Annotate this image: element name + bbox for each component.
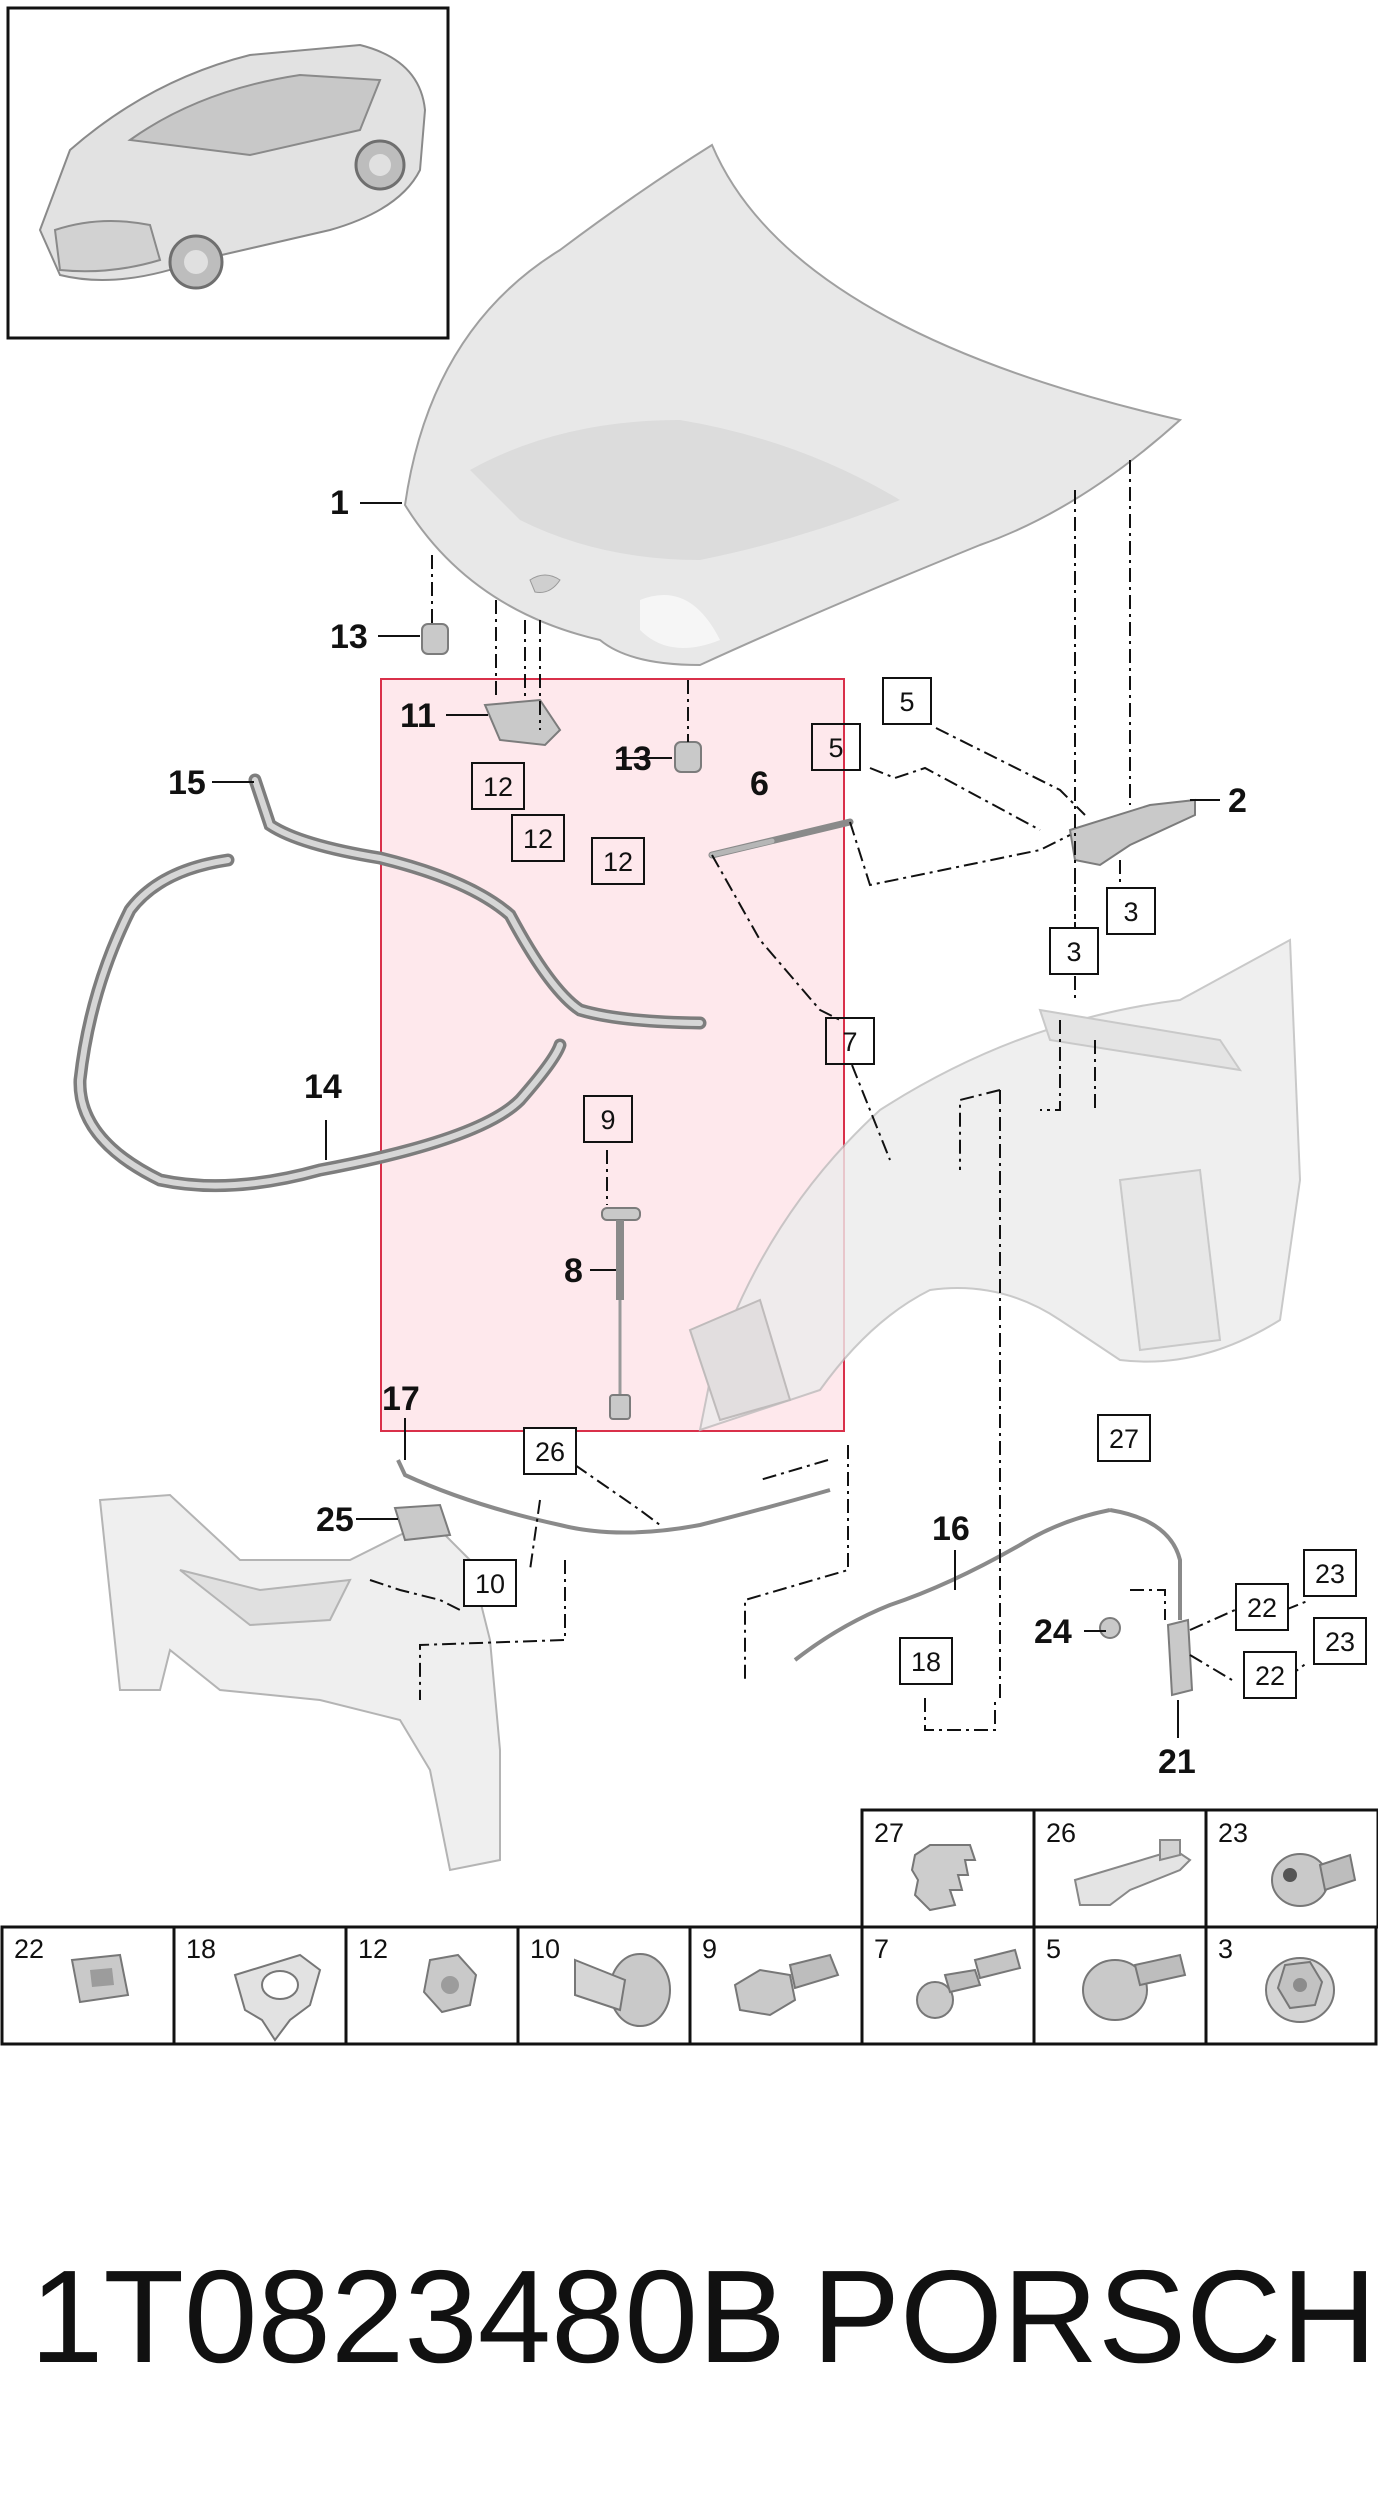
boxed-callout-12-a: 12 [471,762,525,810]
boxed-callout-23-a: 23 [1303,1549,1357,1597]
seal-part-14 [73,853,567,1193]
hood-part [403,143,1183,667]
callout-17: 17 [382,1380,420,1418]
boxed-callout-9: 9 [583,1095,633,1143]
footer-brand: PORSCHE [812,2243,1378,2390]
svg-text:10: 10 [475,1569,505,1599]
square-clip-icon [70,1953,130,2004]
cable-holder-icon [233,1953,322,2042]
boxed-callouts: 5 5 12 12 12 3 3 7 9 26 10 27 23 22 23 2… [463,677,1367,1699]
callout-2: 2 [1228,782,1247,820]
clip-bracket-icon [1073,1839,1192,1906]
svg-text:9: 9 [600,1105,615,1135]
table-label-18: 18 [186,1934,216,1964]
svg-text:12: 12 [483,772,513,802]
boxed-callout-23-b: 23 [1313,1617,1367,1665]
boxed-callout-5-b: 5 [811,723,861,771]
callout-6: 6 [750,765,769,803]
table-label-27: 27 [874,1818,904,1848]
table-label-3: 3 [1218,1934,1233,1964]
boxed-callout-12-c: 12 [591,837,645,885]
push-clip-icon [574,1953,671,2027]
ball-stud-icon [916,1948,1022,2019]
leader-lines [212,460,1311,1738]
boxed-callout-10: 10 [463,1559,517,1607]
callout-13-lower: 13 [614,740,652,778]
table-label-23: 23 [1218,1818,1248,1848]
boxed-callout-12-b: 12 [511,814,565,862]
boxed-callout-22-a: 22 [1235,1583,1289,1631]
flange-nut-icon [1265,1957,1335,2023]
callout-13-upper: 13 [330,618,368,656]
callout-11: 11 [400,697,436,735]
hood-hinge-part [1068,798,1196,867]
lock-bracket-part [483,698,562,747]
footer-part-number: 1T0823480B [30,2243,786,2390]
svg-text:12: 12 [523,824,553,854]
svg-text:22: 22 [1255,1661,1285,1691]
table-label-9: 9 [702,1934,717,1964]
callout-14: 14 [304,1068,342,1106]
boxed-callout-7: 7 [825,1017,875,1065]
hex-bolt-icon [733,1953,840,2017]
callout-8: 8 [564,1252,583,1290]
svg-text:18: 18 [911,1647,941,1677]
svg-text:3: 3 [1123,897,1138,927]
svg-text:5: 5 [899,687,914,717]
svg-text:7: 7 [842,1027,857,1057]
boxed-callout-22-b: 22 [1243,1651,1297,1699]
table-label-7: 7 [874,1934,889,1964]
callout-15: 15 [168,764,206,802]
callout-16: 16 [932,1510,970,1548]
small-parts [393,1503,1194,1697]
svg-text:12: 12 [603,847,633,877]
table-label-26: 26 [1046,1818,1076,1848]
table-label-5: 5 [1046,1934,1061,1964]
svg-text:3: 3 [1066,937,1081,967]
threaded-pin-icon [910,1844,977,1912]
boxed-callout-3-a: 3 [1106,887,1156,935]
svg-text:26: 26 [535,1437,565,1467]
flange-bolt-icon [1082,1953,1187,2021]
callout-24: 24 [1034,1613,1072,1651]
boxed-callout-5-a: 5 [882,677,932,725]
svg-text:22: 22 [1247,1593,1277,1623]
release-cable-part [396,1459,1182,1662]
table-label-22: 22 [14,1934,44,1964]
callout-25: 25 [316,1501,354,1539]
svg-text:5: 5 [828,733,843,763]
svg-text:23: 23 [1315,1559,1345,1589]
bold-callouts: 1 13 11 13 6 2 15 14 8 17 25 16 24 21 [168,484,1247,1781]
table-label-12: 12 [358,1934,388,1964]
boxed-callout-27: 27 [1097,1414,1151,1462]
vehicle-thumbnail [6,6,450,340]
hex-nut-icon [422,1953,478,2014]
gas-strut-part [708,818,854,859]
callout-21: 21 [1158,1743,1196,1781]
boxed-callout-26: 26 [523,1427,577,1475]
release-handle-part [601,1207,641,1420]
seal-part-15 [248,773,707,1030]
boxed-callout-3-b: 3 [1049,927,1099,975]
svg-text:27: 27 [1109,1424,1139,1454]
lock-carrier-part [98,1493,501,1872]
callout-1: 1 [330,484,349,522]
fastener-table: 27 26 23 22 18 12 10 [0,1808,1378,2046]
table-label-10: 10 [530,1934,560,1964]
socket-bolt-icon [1271,1853,1357,1907]
svg-text:23: 23 [1325,1627,1355,1657]
boxed-callout-18: 18 [899,1637,953,1685]
